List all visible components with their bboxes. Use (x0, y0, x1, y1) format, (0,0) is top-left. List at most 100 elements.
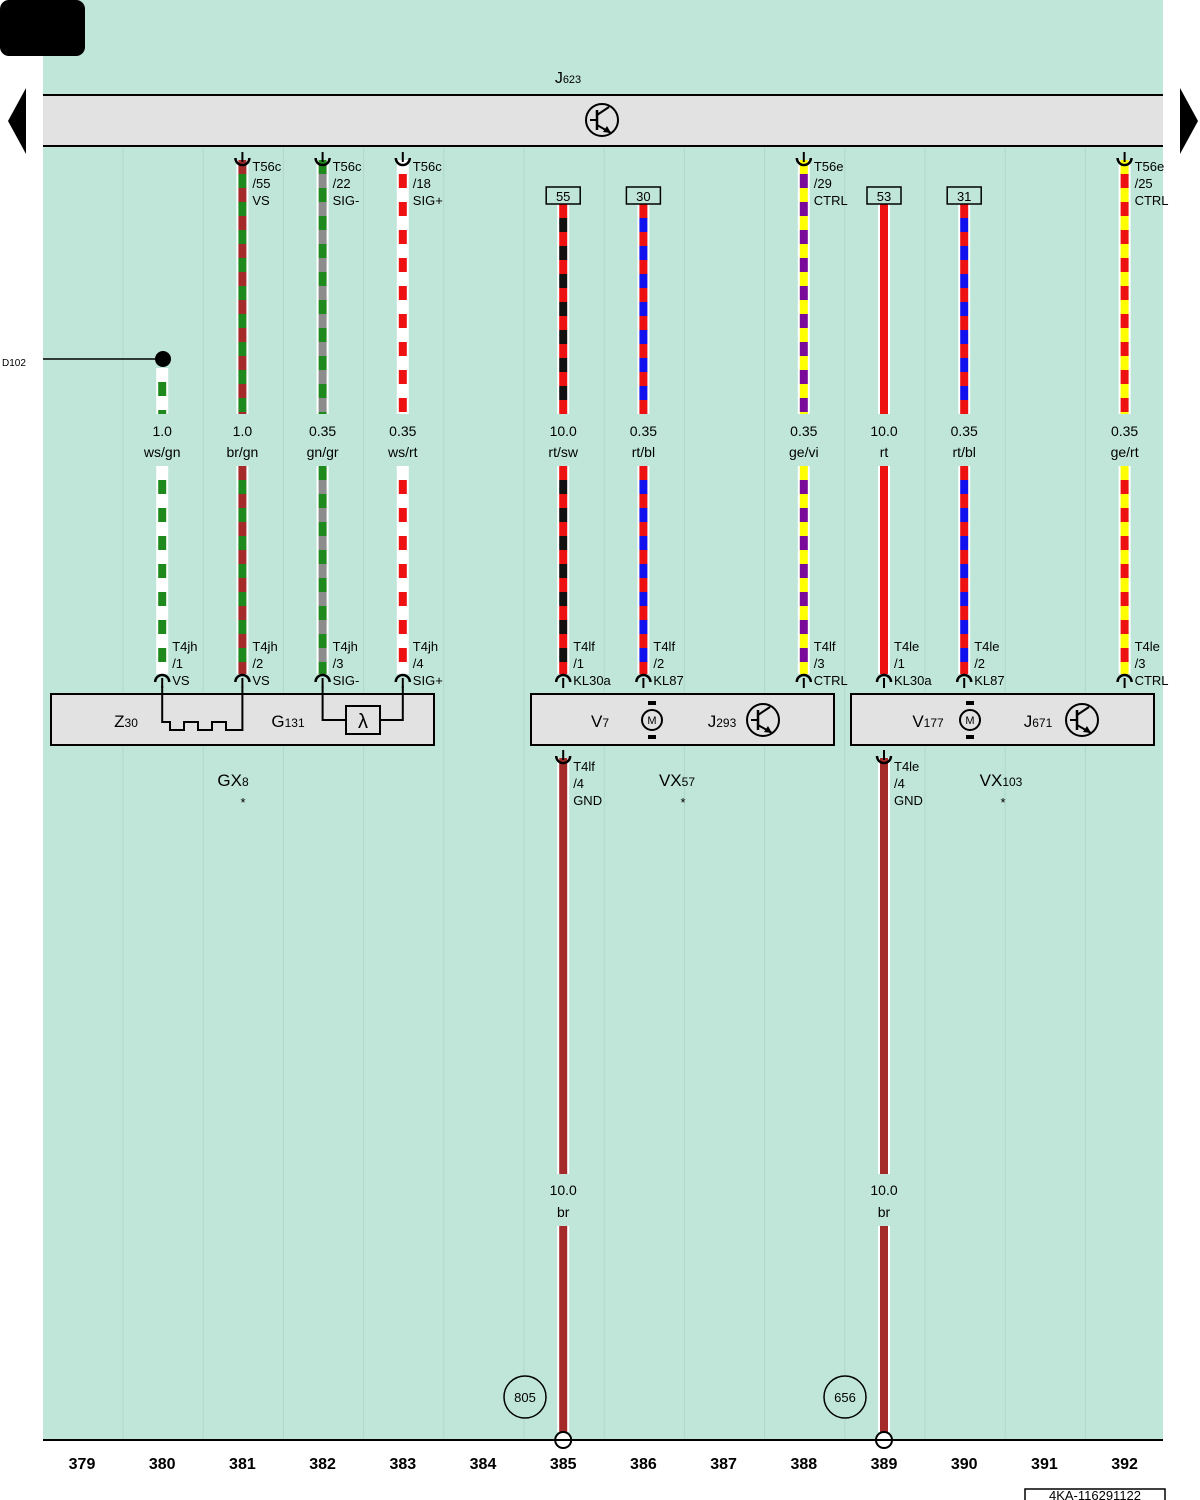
bottom-pin-label: T4jh (252, 639, 277, 654)
wire-segment (639, 386, 648, 400)
wire-segment (880, 634, 888, 648)
wire-segment (799, 286, 808, 300)
wire-segment (880, 274, 888, 288)
bottom-pin-label: /4 (413, 656, 424, 671)
wire-segment (559, 620, 568, 634)
wire-segment (1120, 272, 1129, 286)
wire-segment (398, 258, 407, 272)
wire-segment (559, 662, 568, 674)
ground-pin-label: T4lf (573, 759, 595, 774)
wire-segment (398, 370, 407, 384)
bottom-pin-label: /3 (814, 656, 825, 671)
wire-segment (960, 620, 969, 634)
next-page-arrow-icon[interactable] (1180, 88, 1198, 154)
wire-segment (639, 330, 648, 344)
wire-segment (880, 550, 888, 564)
wire-segment (238, 536, 247, 550)
wire-segment (639, 592, 648, 606)
bottom-pin-label: T4jh (413, 639, 438, 654)
wire-segment (238, 300, 247, 314)
wire-segment (398, 160, 407, 174)
column-number: 382 (309, 1456, 336, 1473)
wire-segment (238, 620, 247, 634)
bottom-pin-label: VS (252, 673, 270, 688)
wire-segment (238, 634, 247, 648)
wire-segment (398, 536, 407, 550)
wire-size: 0.35 (951, 423, 978, 439)
previous-page-arrow-icon[interactable] (8, 88, 26, 154)
wire-segment (1120, 384, 1129, 398)
wire-color-code: ws/gn (143, 444, 181, 460)
wire-segment (799, 606, 808, 620)
wire-segment (559, 400, 568, 414)
wire-segment (639, 204, 648, 218)
transistor-lead (1076, 706, 1090, 716)
wire-segment (1120, 550, 1129, 564)
column-number: 392 (1111, 1456, 1138, 1473)
wire-segment (1120, 216, 1129, 230)
wire-segment (238, 494, 247, 508)
wire-lower-w380 (156, 466, 169, 674)
wire-segment (398, 230, 407, 244)
wire-lower-w383 (396, 466, 409, 674)
wire-segment (799, 578, 808, 592)
ground-point-number: 805 (514, 1390, 536, 1405)
wire-segment (318, 314, 327, 328)
connector-cup-icon (153, 673, 171, 683)
wire-segment (880, 578, 888, 592)
wire-segment (398, 578, 407, 592)
wire-size: 10.0 (870, 423, 897, 439)
wire-segment (238, 578, 247, 592)
column-number: 385 (550, 1456, 577, 1473)
column-number: 380 (149, 1456, 176, 1473)
wire-segment (158, 564, 167, 578)
page-corner-tab (0, 0, 85, 56)
wire-segment (238, 384, 247, 398)
ground-wire-upper (880, 758, 888, 1174)
wire-size: 10.0 (550, 1182, 577, 1198)
connector-cup-icon (314, 157, 331, 167)
wire-segment (559, 344, 568, 358)
wire-color-code: gn/gr (307, 444, 339, 460)
wire-segment (559, 246, 568, 260)
motor-icon (959, 709, 981, 731)
motor-brush (966, 735, 974, 739)
top-pin-label: /55 (252, 176, 270, 191)
wire-upper-w389 (878, 204, 890, 414)
wire-segment (238, 508, 247, 522)
wire-segment (238, 174, 247, 188)
wire-color-code: br (557, 1204, 570, 1220)
wire-segment (318, 620, 327, 634)
wire-upper-w383 (396, 160, 409, 414)
wire-segment (880, 260, 888, 274)
wire-segment (960, 634, 969, 648)
bottom-pin-label: SIG+ (413, 673, 443, 688)
wire-segment (238, 258, 247, 272)
wire-segment (639, 522, 648, 536)
wire-segment (880, 372, 888, 386)
device-group-label: VX57 (659, 771, 695, 790)
wire-segment (398, 314, 407, 328)
wire-segment (318, 216, 327, 230)
wire-segment (238, 592, 247, 606)
wire-segment (799, 258, 808, 272)
top-pin-label: /25 (1135, 176, 1153, 191)
wire-segment (1120, 536, 1129, 550)
wire-segment (158, 522, 167, 536)
wire-segment (960, 386, 969, 400)
wire-segment (799, 634, 808, 648)
wire-segment (880, 536, 888, 550)
bottom-pin-label: /2 (974, 656, 985, 671)
bottom-pin-label: T4le (974, 639, 999, 654)
transistor-icon (1065, 703, 1099, 737)
wire-segment (238, 286, 247, 300)
device-part-label: J671 (1024, 712, 1053, 731)
wire-segment (238, 480, 247, 494)
wire-segment (799, 230, 808, 244)
bottom-pin-label: KL87 (653, 673, 683, 688)
wire-segment (398, 328, 407, 342)
wire-segment (880, 466, 888, 480)
bottom-pin-label: KL30a (894, 673, 932, 688)
wire-segment (960, 218, 969, 232)
